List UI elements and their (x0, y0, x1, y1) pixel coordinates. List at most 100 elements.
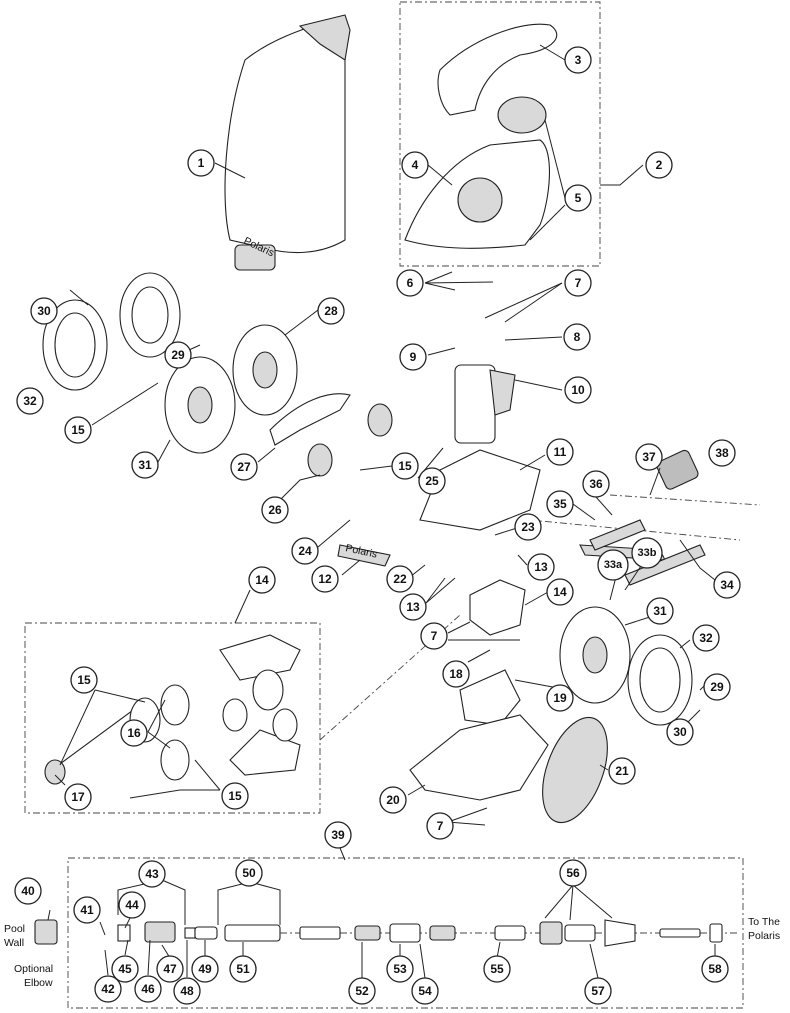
svg-text:41: 41 (80, 903, 94, 917)
svg-text:20: 20 (386, 793, 400, 807)
handle-bar (337, 544, 391, 567)
svg-text:56: 56 (566, 866, 580, 880)
svg-text:42: 42 (101, 982, 115, 996)
callout-31b: 31 (646, 597, 674, 625)
svg-text:1: 1 (198, 156, 205, 170)
callout-37: 37 (635, 443, 663, 471)
callout-32a: 32 (16, 387, 44, 415)
svg-text:14: 14 (553, 585, 567, 599)
callout-48: 48 (173, 977, 201, 1005)
pool-wall-label-2: Wall (4, 937, 24, 949)
bottom-cover (409, 714, 549, 801)
callout-14b: 14 (546, 578, 574, 606)
callout-29b: 29 (703, 673, 731, 701)
callout-6: 6 (396, 269, 424, 297)
drive-train-group-box (24, 622, 321, 814)
svg-text:13: 13 (534, 560, 548, 574)
to-polaris-label-1: To The (748, 916, 780, 928)
callout-19: 19 (546, 684, 574, 712)
callout-21: 21 (608, 757, 636, 785)
drive-train-inset (44, 634, 301, 785)
callout-43: 43 (138, 860, 166, 888)
svg-text:15: 15 (228, 789, 242, 803)
svg-text:49: 49 (198, 962, 212, 976)
callout-15d: 15 (221, 782, 249, 810)
callout-1: 1 (187, 149, 215, 177)
callout-12: 12 (311, 565, 339, 593)
svg-text:17: 17 (71, 790, 85, 804)
svg-text:58: 58 (708, 962, 722, 976)
callout-15c: 15 (70, 666, 98, 694)
callout-4: 4 (401, 151, 429, 179)
grill (542, 716, 608, 824)
svg-text:7: 7 (431, 629, 438, 643)
callout-26: 26 (261, 496, 289, 524)
svg-text:29: 29 (171, 348, 185, 362)
svg-text:15: 15 (398, 459, 412, 473)
svg-text:15: 15 (71, 423, 85, 437)
svg-text:31: 31 (138, 458, 152, 472)
svg-text:4: 4 (412, 158, 419, 172)
to-polaris-label-2: Polaris (748, 930, 780, 942)
callout-18: 18 (442, 660, 470, 688)
svg-text:26: 26 (268, 503, 282, 517)
svg-text:30: 30 (37, 304, 51, 318)
svg-text:53: 53 (393, 962, 407, 976)
hose-group-box (67, 857, 744, 1009)
svg-text:7: 7 (437, 819, 444, 833)
svg-text:32: 32 (23, 394, 37, 408)
left-wheels (42, 272, 298, 454)
callout-8: 8 (563, 323, 591, 351)
svg-text:39: 39 (331, 828, 345, 842)
optional-elbow-label-2: Elbow (24, 977, 53, 989)
callout-2: 2 (645, 151, 673, 179)
svg-text:5: 5 (575, 191, 582, 205)
svg-text:3: 3 (575, 53, 582, 67)
svg-text:45: 45 (118, 962, 132, 976)
debris-bag: Polaris (224, 14, 351, 271)
callout-51: 51 (229, 955, 257, 983)
callout-49: 49 (191, 955, 219, 983)
svg-text:30: 30 (673, 725, 687, 739)
svg-text:31: 31 (653, 604, 667, 618)
callout-16: 16 (120, 719, 148, 747)
group-boxes (24, 1, 761, 1009)
callout-53: 53 (386, 955, 414, 983)
callout-38: 38 (708, 439, 736, 467)
callout-22: 22 (386, 565, 414, 593)
callouts: 1 2 3 4 5 6 7 7 7 7 8 9 10 11 12 13 13 1… (14, 46, 741, 1005)
svg-text:57: 57 (591, 984, 605, 998)
svg-text:8: 8 (574, 330, 581, 344)
callout-3: 3 (564, 46, 592, 74)
callout-42: 42 (94, 975, 122, 1003)
svg-text:22: 22 (393, 572, 407, 586)
svg-text:19: 19 (553, 691, 567, 705)
svg-text:13: 13 (406, 600, 420, 614)
callout-14a: 14 (248, 566, 276, 594)
svg-text:33a: 33a (604, 559, 623, 571)
callout-30b: 30 (666, 718, 694, 746)
callout-47: 47 (156, 955, 184, 983)
callout-28: 28 (317, 297, 345, 325)
callout-45: 45 (111, 955, 139, 983)
svg-text:12: 12 (318, 572, 332, 586)
callout-55: 55 (483, 955, 511, 983)
svg-text:6: 6 (407, 276, 414, 290)
leader-lines (47, 44, 716, 979)
svg-text:28: 28 (324, 304, 338, 318)
callout-40: 40 (14, 877, 42, 905)
svg-text:34: 34 (720, 578, 734, 592)
svg-text:55: 55 (490, 962, 504, 976)
svg-text:9: 9 (410, 350, 417, 364)
svg-text:15: 15 (77, 673, 91, 687)
svg-text:10: 10 (571, 383, 585, 397)
callout-50: 50 (235, 859, 263, 887)
callout-7b: 7 (420, 622, 448, 650)
callout-11: 11 (546, 438, 574, 466)
callout-20: 20 (379, 786, 407, 814)
pool-wall-label-1: Pool (4, 923, 25, 935)
parts-drawings: Polaris (34, 14, 740, 947)
callout-5: 5 (564, 184, 592, 212)
callout-10: 10 (564, 376, 592, 404)
callout-15b: 15 (391, 452, 419, 480)
